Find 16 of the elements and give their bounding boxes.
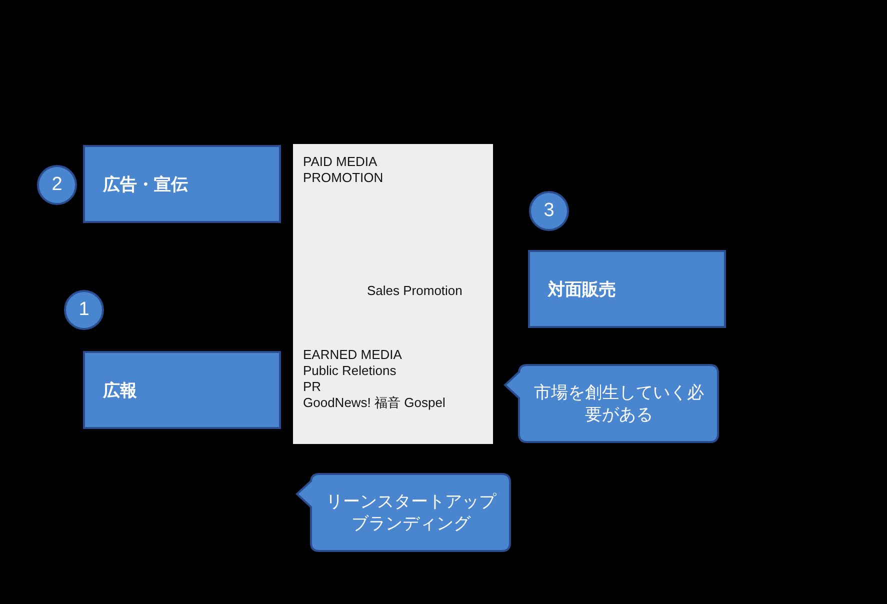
- number-badge: 1: [64, 290, 104, 330]
- panel-text: PR: [303, 379, 322, 395]
- panel-text: Public Reletions: [303, 363, 396, 379]
- callout-text: 市場を創生していく必要がある: [533, 382, 705, 426]
- panel-heading: PROMOTION: [303, 170, 384, 186]
- panel-text: GoodNews! 福音 Gospel: [303, 395, 446, 411]
- panel-heading: PAID MEDIA: [303, 154, 378, 170]
- media-panel: [293, 144, 493, 444]
- process-box: 広報: [83, 351, 281, 429]
- process-box: 広告・宣伝: [83, 145, 281, 223]
- process-box: 対面販売: [528, 250, 726, 328]
- number-badge: 3: [529, 191, 569, 231]
- number-badge: 2: [37, 165, 77, 205]
- callout-text: リーンスタートアップブランディング: [325, 490, 498, 534]
- panel-heading: EARNED MEDIA: [303, 347, 402, 363]
- panel-text: Sales Promotion: [367, 283, 462, 299]
